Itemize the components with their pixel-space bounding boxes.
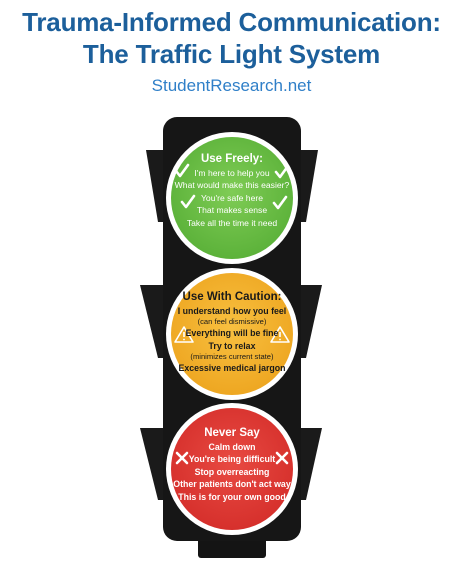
green-light-text: Use Freely: I'm here to help you What wo…: [171, 152, 293, 229]
source-label: StudentResearch.net: [151, 76, 312, 95]
yellow-lamp: [171, 273, 293, 395]
visor-right-top: [297, 150, 318, 222]
green-heading: Use Freely:: [200, 153, 263, 165]
yellow-note: (minimizes current state): [190, 352, 274, 362]
red-heading: Never Say: [204, 427, 260, 439]
red-item: Stop overreacting: [194, 466, 270, 477]
green-item: I'm here to help you: [194, 168, 270, 178]
check-icon: [274, 164, 290, 179]
warning-icon: [174, 326, 194, 343]
title-line-1: Trauma-Informed Communication:: [22, 7, 441, 37]
red-item: Other patients don't act way: [173, 479, 291, 490]
visor-right-bot: [297, 428, 322, 500]
yellow-item: Try to relax: [208, 340, 256, 351]
title-line-2: The Traffic Light System: [82, 39, 381, 69]
yellow-item: Excessive medical jargon: [178, 363, 286, 374]
visor-left-top: [146, 150, 166, 222]
green-item: That makes sense: [196, 205, 268, 216]
green-item: You're safe here: [200, 192, 263, 203]
red-light-text: Never Say Calm down You're being difficu…: [171, 426, 293, 503]
yellow-item: I understand how you feel: [177, 306, 287, 316]
check-icon: [174, 163, 190, 178]
green-lamp: [171, 137, 293, 259]
visor-left-bot: [140, 428, 166, 500]
yellow-light-text: Use With Caution: I understand how you f…: [171, 290, 293, 375]
visor-right-mid: [297, 285, 322, 358]
x-icon: [275, 451, 289, 465]
check-icon: [180, 194, 196, 209]
yellow-note: (can feel dismissive): [197, 317, 267, 327]
warning-icon: [270, 326, 290, 343]
check-icon: [272, 195, 288, 210]
visor-left-mid: [140, 285, 166, 358]
yellow-item: Everything will be fine: [185, 328, 279, 339]
red-item: You're being difficult: [188, 454, 276, 465]
yellow-heading: Use With Caution:: [182, 291, 282, 303]
red-item: Calm down: [208, 442, 256, 452]
x-icon: [175, 451, 189, 465]
green-item: Take all the time it need: [186, 217, 278, 228]
red-item: This is for your own good: [178, 491, 286, 502]
red-lamp: [171, 408, 293, 530]
green-item: What would make this easier?: [174, 180, 290, 191]
